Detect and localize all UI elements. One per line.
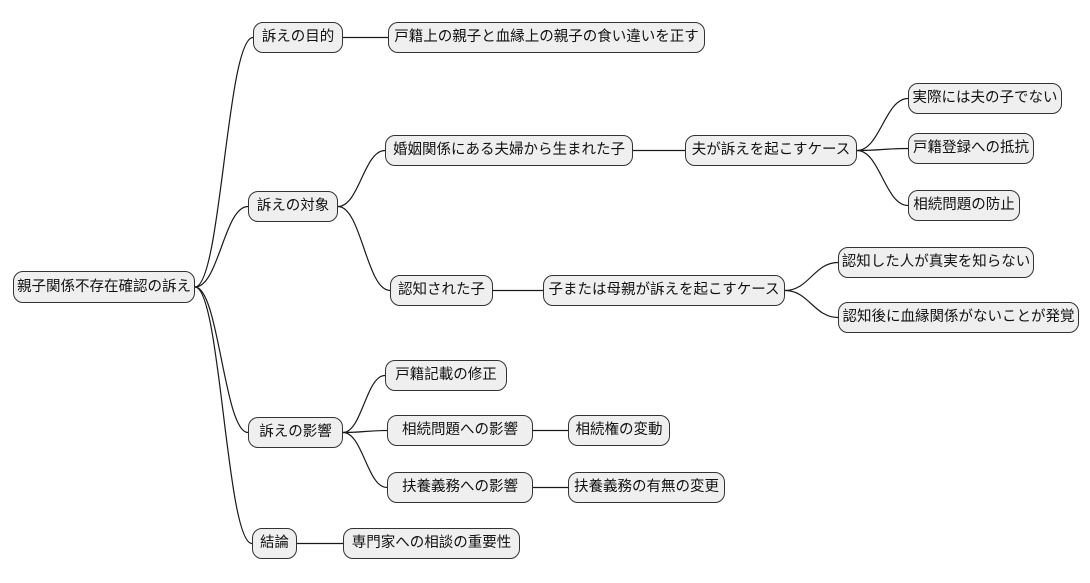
edge-target--married-child [337, 149, 386, 208]
mindmap-node-conclusion: 結論 [252, 528, 297, 559]
mindmap-node-acknowledger-unaware: 認知した人が真実を知らない [838, 247, 1034, 278]
edge-impact--registry-fix [342, 374, 386, 434]
edge-child-mother-case--later-discovery [784, 289, 839, 319]
mindmap-node-root: 親子関係不存在確認の訴え [13, 271, 195, 303]
edge-husband-case--inheritance-prevention [856, 149, 909, 207]
mindmap-node-inheritance-impact: 相続問題への影響 [387, 415, 533, 446]
edge-husband-case--not-husbands-child [856, 97, 909, 152]
edge-root--target [194, 205, 249, 288]
mindmap-node-not-husbands-child: 実際には夫の子でない [908, 83, 1062, 114]
mindmap-node-purpose-detail: 戸籍上の親子と血縁上の親子の食い違いを正す [388, 22, 705, 53]
mindmap-node-acknowledged-child: 認知された子 [390, 275, 493, 306]
mindmap-node-target: 訴えの対象 [248, 191, 338, 222]
edge-root--impact [194, 286, 249, 434]
mindmap-node-registry-resistance: 戸籍登録への抵抗 [908, 133, 1034, 164]
mindmap-node-inheritance-prevention: 相続問題の防止 [908, 190, 1020, 221]
mindmap-node-later-discovery: 認知後に血縁関係がないことが発覚 [838, 302, 1079, 333]
edge-husband-case--registry-resistance [856, 147, 909, 152]
edge-target--acknowledged-child [337, 205, 391, 292]
edge-impact--inheritance-impact [342, 429, 388, 434]
mindmap-node-registry-fix: 戸籍記載の修正 [385, 360, 507, 391]
edge-child-mother-case--acknowledger-unaware [784, 261, 839, 292]
mindmap-node-married-child: 婚姻関係にある夫婦から生まれた子 [385, 135, 633, 166]
mindmap-node-expert-consult: 専門家への相談の重要性 [343, 528, 520, 559]
mindmap-node-support-impact: 扶養義務への影響 [387, 472, 533, 503]
edge-root--purpose [194, 36, 254, 288]
edge-impact--support-impact [342, 431, 388, 489]
mindmap-node-husband-case: 夫が訴えを起こすケース [685, 135, 857, 166]
edge-root--conclusion [194, 286, 253, 545]
mindmap-node-support-change: 扶養義務の有無の変更 [568, 472, 725, 503]
mindmap-node-purpose: 訴えの目的 [253, 22, 343, 53]
mindmap-node-inheritance-change: 相続権の変動 [568, 415, 670, 446]
mindmap-node-child-mother-case: 子または母親が訴えを起こすケース [543, 275, 785, 306]
mindmap-node-impact: 訴えの影響 [248, 417, 343, 448]
